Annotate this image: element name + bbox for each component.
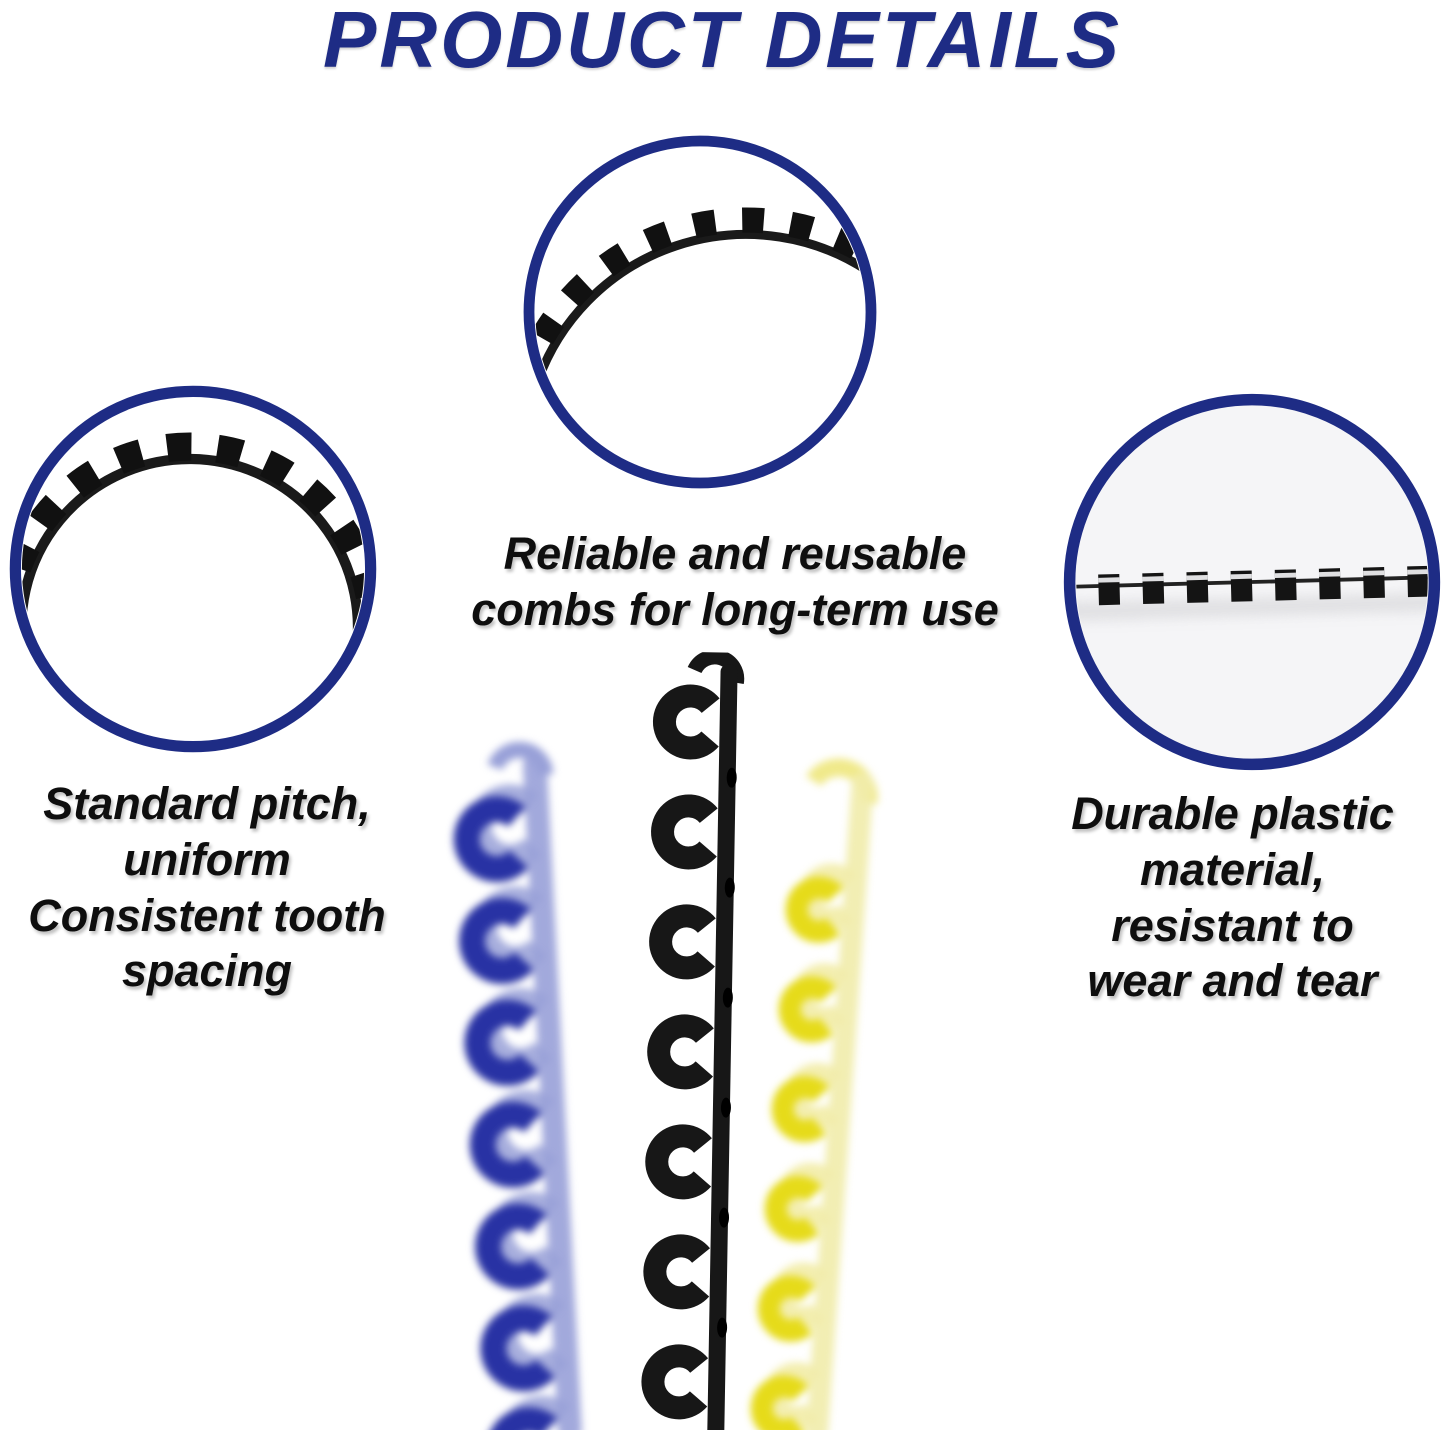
caption-line: combs for long-term use <box>471 583 999 635</box>
caption-line: resistant to <box>1111 899 1354 951</box>
comb-arc-dome-closeup-icon <box>9 385 377 753</box>
page-title: PRODUCT DETAILS <box>322 0 1123 84</box>
caption-line: Reliable and reusable <box>503 528 967 579</box>
black-binding-comb <box>623 651 757 1430</box>
caption-line: spacing <box>121 945 293 997</box>
caption-line: material, <box>1139 843 1326 895</box>
caption-reusable: Reliable and reusable combs for long-ter… <box>390 526 1080 638</box>
black-binding-comb-graphic <box>641 651 745 1430</box>
caption-line: uniform <box>123 833 291 885</box>
feature-circle-reusable <box>520 132 880 492</box>
caption-line: Durable plastic <box>1071 788 1394 839</box>
comb-teeth-row-closeup-icon <box>1063 393 1441 771</box>
caption-durable: Durable plastic material, resistant to w… <box>1025 786 1440 1009</box>
caption-pitch: Standard pitch, uniform Consistent tooth… <box>2 776 412 999</box>
yellow-binding-comb <box>718 736 916 1430</box>
caption-line: Standard pitch, <box>43 778 371 829</box>
feature-circle-pitch <box>6 382 380 756</box>
caption-line: Consistent tooth <box>28 889 386 941</box>
blue-binding-comb <box>432 739 618 1430</box>
comb-arc-top-closeup-icon <box>523 135 877 489</box>
caption-line: wear and tear <box>1087 955 1378 1007</box>
yellow-binding-comb-graphic <box>750 758 878 1430</box>
blue-binding-comb-graphic <box>453 741 582 1430</box>
feature-circle-durable <box>1060 390 1444 774</box>
